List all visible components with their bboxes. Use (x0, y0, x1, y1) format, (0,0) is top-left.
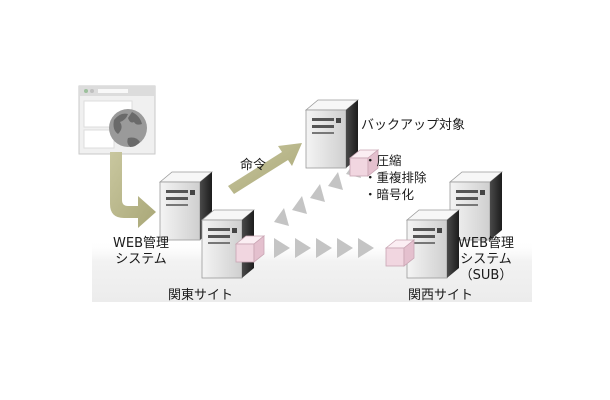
command-label: 命令 (240, 158, 267, 173)
backup-arrows (274, 160, 361, 226)
feature-encryption: ・暗号化 (364, 187, 415, 202)
backup-target-label: バックアップ対象 (361, 118, 466, 133)
kanto-site-label: 関東サイト (168, 288, 234, 303)
feature-dedup: ・重複排除 (364, 170, 427, 185)
kansai-site-label: 関西サイト (408, 288, 474, 303)
web-mgmt-sub-label: WEB管理 システム （SUB） (458, 236, 514, 283)
access-arrow (110, 152, 156, 228)
web-mgmt-main-label: WEB管理 システム (113, 236, 169, 267)
browser-globe-icon (78, 85, 156, 155)
replication-arrows (274, 238, 374, 258)
feature-compression: ・圧縮 (364, 153, 402, 168)
command-arrow (228, 143, 302, 194)
feature-list: ・圧縮 ・重複排除 ・暗号化 (364, 152, 427, 203)
